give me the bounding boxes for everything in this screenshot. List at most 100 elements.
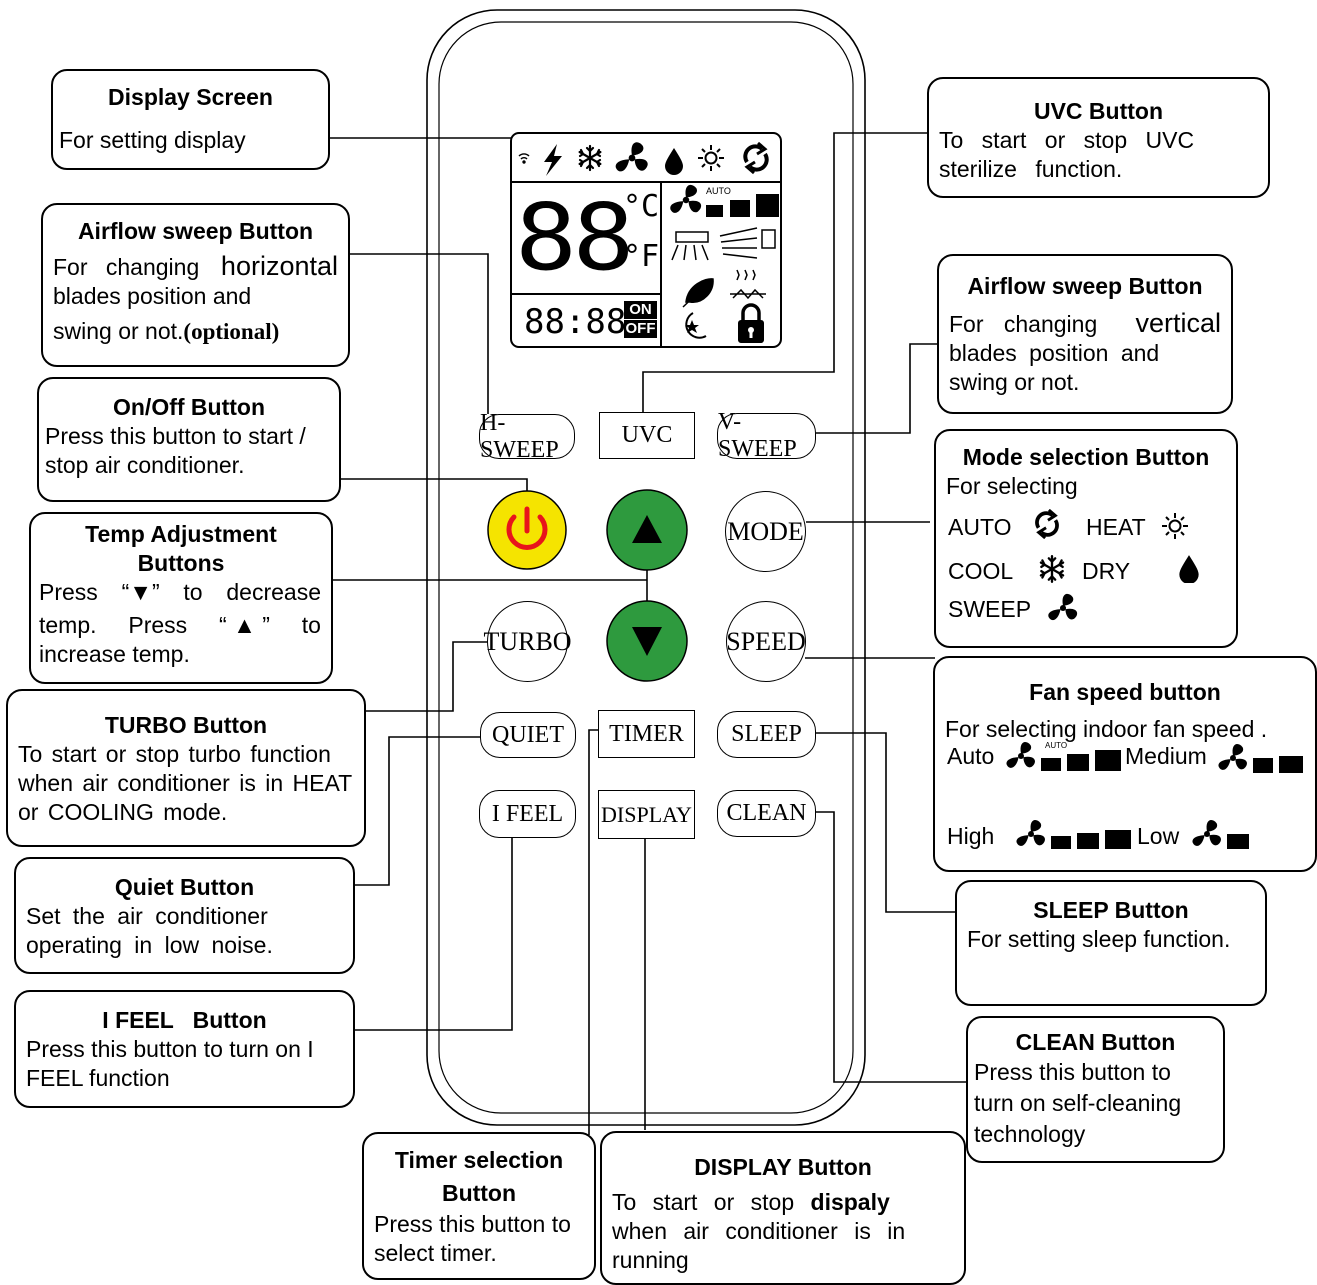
lcd-right-icons bbox=[670, 184, 779, 343]
callout-quiet: Quiet Button Set the air conditioner ope… bbox=[14, 857, 355, 974]
mode-sweep-label: SWEEP bbox=[948, 596, 1032, 622]
callout-title: Temp Adjustment Buttons bbox=[85, 521, 277, 576]
callout-text: to bbox=[301, 612, 321, 638]
callout-line: For changing vertical bbox=[949, 309, 1221, 339]
callout-h-sweep: Airflow sweep Button For changing horizo… bbox=[41, 203, 350, 367]
lcd-auto-label: AUTO bbox=[706, 186, 731, 196]
callout-title: UVC Button bbox=[1033, 98, 1164, 124]
callout-desc: Press this button to select timer. bbox=[374, 1211, 571, 1266]
speed-row-1: Auto AUTO Medium bbox=[947, 741, 1307, 776]
up-arrow-icon bbox=[632, 515, 662, 543]
temp-down-button[interactable] bbox=[607, 601, 687, 681]
callout-display: DISPLAY Button To start or stop dispaly … bbox=[600, 1131, 966, 1285]
callout-title: SLEEP Button bbox=[1033, 897, 1189, 923]
callout-text: “ ▲ ” bbox=[219, 612, 270, 638]
callout-line: swing or not. bbox=[949, 369, 1080, 395]
callout-title: DISPLAY Button bbox=[694, 1154, 872, 1180]
leaf-icon bbox=[682, 278, 714, 308]
i-feel-button[interactable]: I FEEL bbox=[479, 790, 576, 838]
callout-desc: For selecting bbox=[946, 473, 1078, 499]
quiet-button[interactable]: QUIET bbox=[480, 712, 576, 758]
callout-line: blades position and bbox=[53, 283, 252, 309]
callout-title: Timer selection Button bbox=[394, 1147, 564, 1206]
mode-cool-label: COOL bbox=[948, 558, 1014, 584]
callout-title: Mode selection Button bbox=[962, 444, 1210, 470]
temp-up-button[interactable] bbox=[607, 490, 687, 570]
lcd-on-label: ON bbox=[624, 301, 657, 319]
fan-icon bbox=[1048, 593, 1078, 621]
callout-text: horizontal bbox=[220, 251, 338, 281]
speed-button[interactable]: SPEED bbox=[726, 601, 806, 682]
clean-button[interactable]: CLEAN bbox=[717, 790, 816, 837]
mode-row-1: AUTO HEAT bbox=[948, 509, 1228, 543]
callout-title: Airflow sweep Button bbox=[967, 273, 1203, 299]
snowflake-icon bbox=[1039, 555, 1065, 583]
lcd-screen bbox=[510, 132, 782, 348]
ac-unit-icon bbox=[675, 231, 709, 243]
callout-desc: Press this button to turn on I FEEL func… bbox=[26, 1036, 314, 1091]
mode-button[interactable]: MODE bbox=[725, 491, 806, 572]
h-sweep-button[interactable]: H-SWEEP bbox=[479, 410, 575, 463]
callout-text: dispaly bbox=[810, 1189, 890, 1215]
sleep-button[interactable]: SLEEP bbox=[717, 711, 816, 758]
connector-lines bbox=[329, 132, 966, 1135]
callout-text: To start or stop bbox=[612, 1189, 795, 1215]
callout-title: Display Screen bbox=[108, 84, 273, 110]
callout-v-sweep: Airflow sweep Button For changing vertic… bbox=[937, 254, 1233, 414]
fan-low-speed-icon bbox=[1192, 820, 1249, 849]
callout-timer: Timer selection Button Press this button… bbox=[362, 1132, 596, 1280]
callout-line: swing or not.(optional) bbox=[53, 317, 338, 346]
callout-line: increase temp. bbox=[39, 641, 190, 667]
callout-title: On/Off Button bbox=[112, 394, 265, 420]
callout-line: Press “▼” to decrease bbox=[39, 578, 321, 607]
turbo-button[interactable]: TURBO bbox=[483, 601, 572, 682]
callout-text: vertical bbox=[1135, 308, 1221, 338]
down-arrow-icon bbox=[632, 627, 662, 656]
mode-heat-label: HEAT bbox=[1086, 514, 1146, 540]
callout-title: Fan speed button bbox=[1029, 679, 1221, 705]
lcd-time: 88:88 bbox=[524, 302, 627, 342]
callout-text: For changing bbox=[53, 254, 200, 280]
vane-icon bbox=[719, 227, 758, 259]
mode-row-2: COOL DRY bbox=[948, 555, 1228, 587]
callout-i-feel: I FEEL Button Press this button to turn … bbox=[14, 990, 355, 1108]
callout-title: CLEAN Button bbox=[1015, 1029, 1176, 1055]
timer-button[interactable]: TIMER bbox=[598, 710, 695, 758]
display-button[interactable]: DISPLAY bbox=[598, 790, 695, 839]
callout-fan-speed: Fan speed button For selecting indoor fa… bbox=[933, 656, 1317, 872]
uvc-button[interactable]: UVC bbox=[599, 412, 695, 459]
drop-icon bbox=[1179, 555, 1199, 583]
remote-outline-inner bbox=[438, 21, 854, 1114]
power-button[interactable] bbox=[488, 491, 566, 569]
sun-icon bbox=[1161, 512, 1189, 540]
fan-high-speed-icon bbox=[1016, 820, 1131, 849]
callout-desc: For setting display bbox=[59, 127, 246, 153]
svg-text:AUTO: AUTO bbox=[1045, 741, 1067, 750]
callout-text: swing or not. bbox=[53, 318, 184, 344]
callout-clean: CLEAN Button Press this button to turn o… bbox=[966, 1016, 1225, 1163]
callout-text: Press bbox=[128, 612, 188, 638]
v-sweep-button[interactable]: V-SWEEP bbox=[717, 409, 816, 462]
lcd-fahrenheit: °F bbox=[623, 239, 660, 274]
callout-desc: Press this button to start / stop air co… bbox=[45, 423, 306, 478]
callout-turbo: TURBO Button To start or stop turbo func… bbox=[6, 689, 366, 847]
callout-title: I FEEL Button bbox=[102, 1007, 267, 1033]
fan-auto-speed-icon: AUTO bbox=[1006, 741, 1121, 771]
callout-desc: For selecting indoor fan speed . bbox=[945, 716, 1268, 742]
callout-line: For changing horizontal bbox=[53, 252, 338, 282]
callout-optional: (optional) bbox=[183, 319, 280, 344]
speed-auto-label: Auto bbox=[947, 743, 995, 769]
fan-medium-speed-icon bbox=[1218, 744, 1303, 773]
speed-row-2: High Low bbox=[947, 820, 1307, 856]
speed-low-label: Low bbox=[1137, 823, 1180, 849]
lcd-big-digits: 88 bbox=[515, 184, 635, 291]
cycle-icon bbox=[1035, 509, 1059, 539]
callout-text: temp. bbox=[39, 612, 97, 638]
callout-sleep: SLEEP Button For setting sleep function. bbox=[955, 880, 1267, 1006]
speed-medium-label: Medium bbox=[1125, 743, 1207, 769]
mode-row-3: SWEEP bbox=[948, 593, 1228, 625]
lightning-icon bbox=[544, 144, 562, 176]
callout-line: blades position and bbox=[949, 340, 1160, 366]
callout-text: Press bbox=[39, 579, 98, 605]
